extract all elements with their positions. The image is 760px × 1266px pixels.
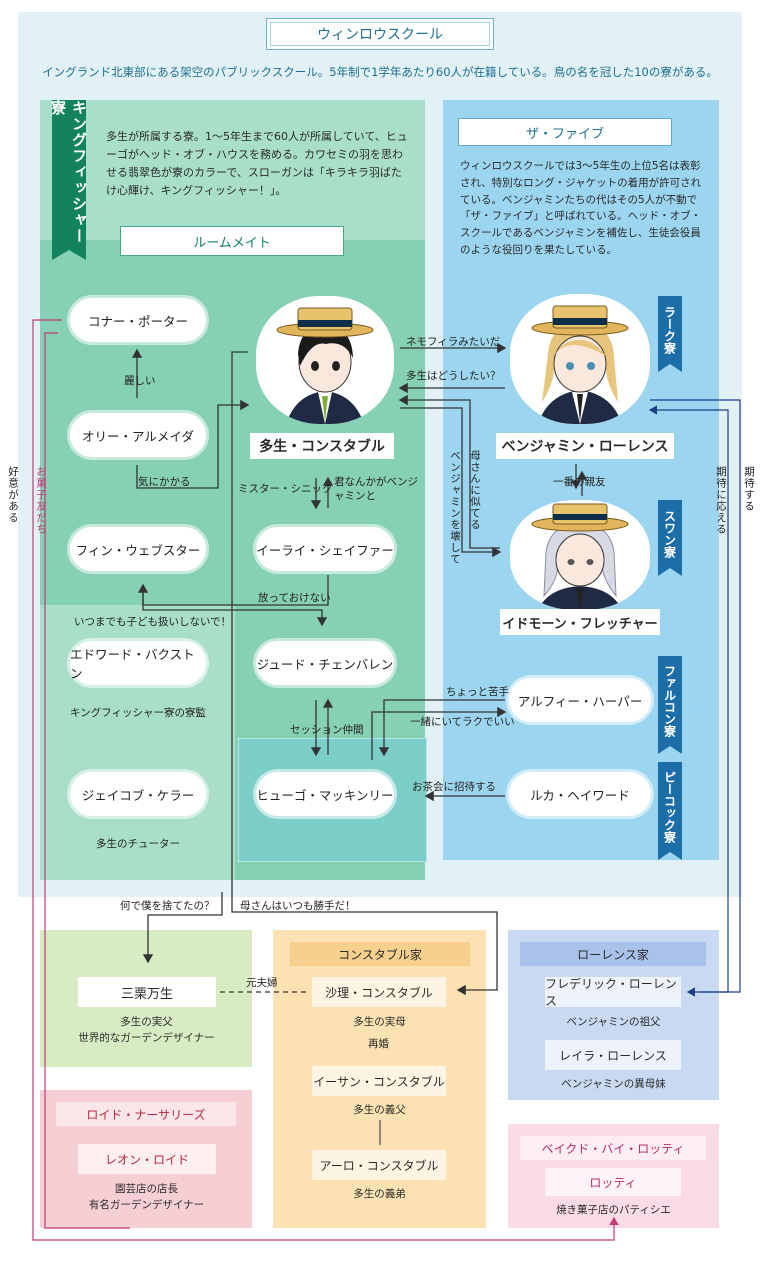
character-alfie-harper: アルフィー・ハーパー — [509, 678, 651, 722]
tao-portrait — [256, 296, 394, 424]
relation-expect: 期待する — [743, 466, 755, 512]
school-intro: イングランド北東部にある架空のパブリックスクール。5年制で1学年あたり60人が在… — [42, 65, 718, 79]
relation-tao-benjamin: ネモフィラみたいだ — [406, 336, 501, 348]
house-lark-banner: ラーク寮 — [658, 296, 682, 372]
relation-idmon-break: ベンジャミンを壊して — [449, 450, 461, 565]
house-swan-banner: スワン寮 — [658, 500, 682, 576]
relation-remarriage: 再婚 — [368, 1038, 389, 1050]
benjamin-portrait — [510, 294, 650, 424]
family-leon-name: レオン・ロイド — [78, 1144, 216, 1174]
family-leila-name: レイラ・ローレンス — [545, 1040, 681, 1070]
family-kuri-role-1: 多生の実父 — [120, 1016, 173, 1028]
relation-alfie-hugo-b: 一緒にいてラクでいい — [410, 716, 515, 728]
relation-luca-hugo: お茶会に招待する — [412, 781, 496, 793]
family-lawrence-title: ローレンス家 — [520, 942, 706, 966]
family-constable-title: コンスタブル家 — [290, 942, 470, 966]
benjamin-illustration — [531, 305, 629, 424]
character-luca-hayward: ルカ・ヘイワード — [509, 772, 651, 816]
character-hugo-mckinley: ヒューゴ・マッキンリー — [256, 772, 394, 816]
relation-jude-hugo: セッション仲間 — [290, 724, 364, 736]
family-kuri-name: 三栗万生 — [78, 977, 216, 1007]
family-leon-role-2: 有名ガーデンデザイナー — [88, 1199, 205, 1211]
character-benjamin-lawrence: ベンジャミン・ローレンス — [496, 433, 674, 459]
relation-meet-expect: 期待に応える — [715, 466, 727, 535]
family-saori-role: 多生の実母 — [353, 1016, 406, 1028]
character-finn-webster: フィン・ウェブスター — [70, 527, 206, 571]
relation-why-abandon: 何で僕を捨てたの？ — [120, 900, 215, 912]
relation-eli-tao: 君なんかがベンジャミンと — [334, 476, 418, 502]
character-tao-constable: 多生・コンスタブル — [250, 433, 394, 459]
family-ethan-role: 多生の義父 — [353, 1104, 406, 1116]
relation-mother-selfish: 母さんはいつも勝手だ！ — [240, 900, 356, 912]
family-lloyd-title: ロイド・ナーサリーズ — [56, 1102, 236, 1126]
family-arlo-name: アーロ・コンスタブル — [312, 1150, 446, 1180]
edward-role: キングフィッシャー寮の寮監 — [70, 707, 206, 719]
relation-alfie-hugo-a: ちょっと苦手 — [446, 686, 509, 698]
character-eli-schaefer: イーライ・シェイファー — [256, 527, 394, 571]
family-kuri-role-2: 世界的なガーデンデザイナー — [78, 1032, 215, 1044]
family-saori-name: 沙理・コンスタブル — [312, 977, 446, 1007]
relation-benjamin-tao: 多生はどうしたい？ — [406, 370, 501, 382]
family-frederick-role: ベンジャミンの祖父 — [566, 1016, 661, 1028]
idmon-illustration — [531, 503, 629, 610]
kingfisher-banner: キングフィッシャー寮 — [49, 100, 88, 260]
relation-snack-friends: お菓子友だち — [35, 466, 47, 535]
school-title: ウィンロウスクール — [266, 18, 494, 50]
character-jacob-keller: ジェイコブ・ケラー — [70, 772, 206, 816]
relation-goodwill: 好意がある — [7, 466, 19, 524]
family-lotty-role: 焼き菓子店のパティシエ — [556, 1204, 671, 1216]
relation-idmon-mother: 母さんに似てる — [469, 450, 481, 531]
tao-illustration — [276, 307, 374, 424]
relation-tao-eli: ミスター・シニック — [238, 483, 333, 495]
character-edward-buxton: エドワード・バクストン — [70, 641, 206, 685]
character-conor-porter: コナー・ポーター — [70, 298, 206, 342]
relation-ex-couple: 元夫婦 — [246, 977, 278, 989]
house-peacock-banner: ピーコック寮 — [658, 762, 682, 860]
relation-finn-tao: 気にかかる — [138, 476, 191, 488]
idmon-portrait — [510, 500, 650, 610]
roommate-label: ルームメイト — [120, 226, 344, 256]
family-leon-role-1: 園芸店の店長 — [115, 1183, 178, 1195]
family-arlo-role: 多生の義弟 — [353, 1188, 406, 1200]
family-baked-title: ベイクド・バイ・ロッティ — [520, 1136, 706, 1160]
the-five-description: ウィンロウスクールでは3〜5年生の上位5名は表彰され、特別なロング・ジャケットの… — [460, 160, 702, 256]
kingfisher-description: 多生が所属する寮。1〜5年生まで60人が所属していて、ヒューゴがヘッド・オブ・ハ… — [106, 130, 408, 198]
relation-olly-conor: 麗しい — [124, 375, 156, 387]
the-five-title: ザ・ファイブ — [458, 118, 672, 146]
character-jude-chamberlain: ジュード・チェンバレン — [256, 641, 394, 685]
relation-finn-jude: いつまでも子ども扱いしないで！ — [74, 616, 232, 628]
family-leila-role: ベンジャミンの異母妹 — [561, 1078, 666, 1090]
family-frederick-name: フレデリック・ローレンス — [545, 977, 681, 1008]
family-ethan-name: イーサン・コンスタブル — [312, 1066, 446, 1096]
character-olly-almeida: オリー・アルメイダ — [70, 413, 206, 457]
relation-benjamin-idmon: 一番の親友 — [553, 476, 606, 488]
house-falcon-banner: ファルコン寮 — [658, 656, 682, 754]
relation-jude-finn: 放っておけない — [258, 592, 331, 604]
family-lotty-name: ロッティ — [545, 1168, 681, 1196]
jacob-role: 多生のチューター — [96, 838, 180, 850]
character-idmon-fletcher: イドモーン・フレッチャー — [500, 609, 660, 635]
